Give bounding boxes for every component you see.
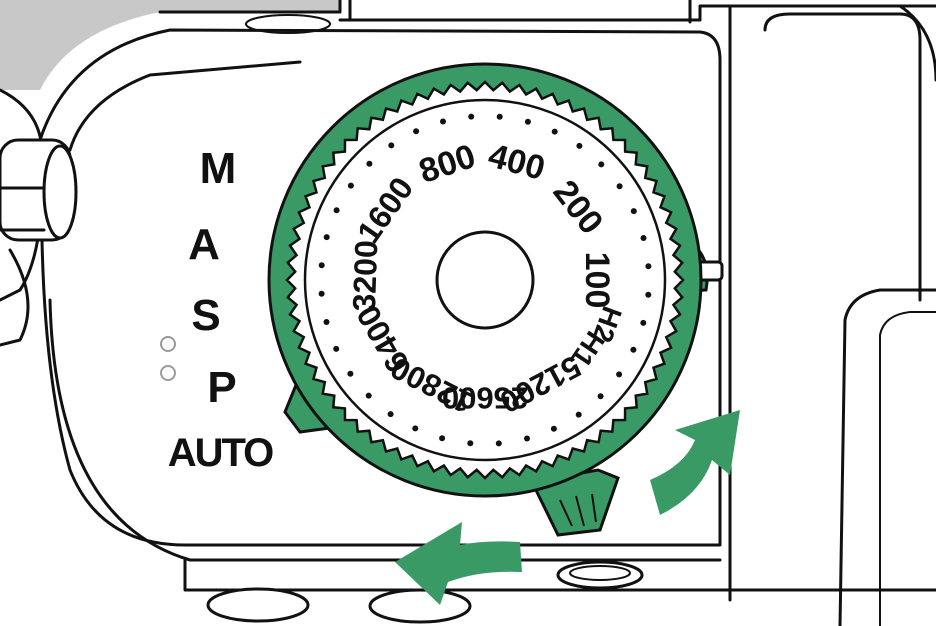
iso-dial[interactable]: 100200400800160032006400128002560051200H… xyxy=(267,62,724,537)
iso-tick-dot xyxy=(347,182,354,189)
camera-right-wall xyxy=(898,4,936,82)
iso-tick-dot xyxy=(597,393,604,400)
iso-tick-dot xyxy=(524,118,531,125)
camera-top-button xyxy=(245,14,331,34)
camera-right-panel xyxy=(728,4,922,602)
iso-tick-dot xyxy=(467,440,474,447)
iso-tick-dot xyxy=(576,142,583,149)
iso-tick-dot xyxy=(640,235,647,241)
iso-tick-dot xyxy=(630,208,637,215)
mode-label-a: A xyxy=(188,220,220,269)
iso-tick-dot xyxy=(640,319,647,326)
indicator-dot xyxy=(160,336,176,352)
iso-dial-ticks xyxy=(318,113,652,447)
bottom-button-right-inner xyxy=(569,565,631,581)
iso-dial-inner-edge xyxy=(303,98,667,462)
camera-bottom-rail xyxy=(183,558,936,592)
iso-tick-dot xyxy=(439,435,446,442)
mode-label-s: S xyxy=(191,291,220,340)
iso-tick-dot xyxy=(551,128,558,135)
mode-label-m: M xyxy=(200,144,237,193)
iso-value-label: 25600 xyxy=(442,381,528,416)
camera-body-lower-edge xyxy=(48,298,722,562)
curved-arrow-up-right-icon xyxy=(650,410,740,515)
camera-body-outline xyxy=(38,28,722,547)
iso-tick-dot xyxy=(347,370,354,377)
iso-value-label: 3200 xyxy=(346,240,384,312)
iso-dial-center-hole xyxy=(435,230,535,330)
iso-tick-dot xyxy=(413,128,420,135)
iso-tick-dot xyxy=(496,113,503,120)
iso-tick-dot xyxy=(645,263,652,270)
iso-tick-dot xyxy=(333,345,340,352)
iso-tick-dot xyxy=(645,291,652,298)
camera-top-plate xyxy=(348,0,692,24)
camera-body-inner xyxy=(68,60,302,152)
iso-tick-dot xyxy=(318,262,325,269)
camera-shadow-corner xyxy=(0,0,340,90)
iso-tick-dot xyxy=(318,290,325,297)
iso-tick-dot xyxy=(616,371,623,378)
strap-lug-pin xyxy=(42,144,78,240)
mode-label-auto: AUTO xyxy=(168,431,273,475)
iso-tick-dot xyxy=(388,142,395,149)
camera-grip-inner xyxy=(879,311,936,626)
iso-tick-dot xyxy=(495,440,502,447)
iso-tick-dot xyxy=(333,207,340,214)
iso-tick-dot xyxy=(630,346,637,353)
iso-tick-dot xyxy=(468,113,475,120)
iso-dial-lever-grip xyxy=(559,493,597,527)
iso-tick-dot xyxy=(524,435,530,442)
iso-tick-dot xyxy=(598,161,605,168)
camera-top-edge xyxy=(158,0,936,22)
iso-tick-dot xyxy=(575,411,582,418)
strap-lug-bar xyxy=(0,186,46,232)
bottom-button-center xyxy=(368,588,472,624)
bottom-button-left xyxy=(206,587,310,623)
indicator-dot xyxy=(160,365,176,381)
iso-tick-dot xyxy=(387,411,394,418)
iso-tick-dot xyxy=(365,392,372,399)
strap-lug-lower xyxy=(0,248,30,347)
iso-tick-dot xyxy=(323,234,330,241)
iso-tick-dot xyxy=(366,160,373,167)
iso-tick-dot xyxy=(550,425,557,432)
camera-grip xyxy=(838,288,936,626)
iso-value-label: 100 xyxy=(578,252,616,309)
iso-tick-dot xyxy=(323,319,330,325)
iso-tick-dot xyxy=(616,183,623,190)
mode-label-p: P xyxy=(207,363,236,412)
iso-tick-dot xyxy=(412,425,419,432)
curved-arrow-left-icon xyxy=(395,522,522,605)
iso-tick-dot xyxy=(440,118,446,125)
